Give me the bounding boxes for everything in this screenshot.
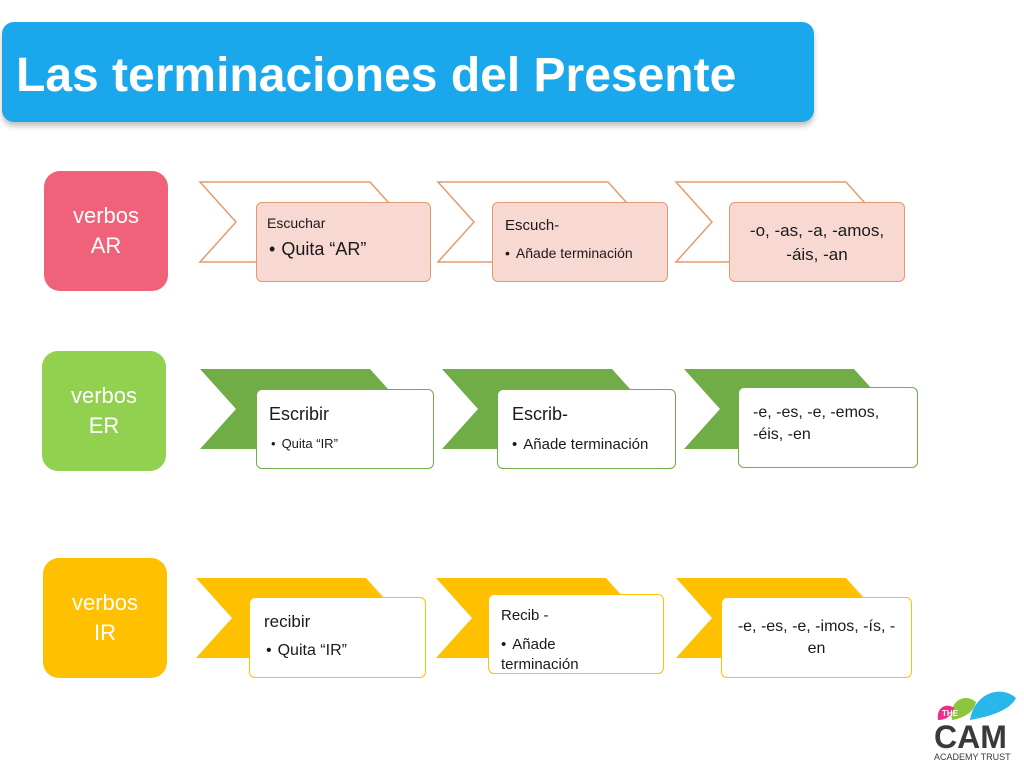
step-bullet-ar-1: Quita “AR” bbox=[269, 239, 366, 260]
step-box-ir-1: recibir Quita “IR” bbox=[249, 597, 426, 678]
category-label-ir: verbos IR bbox=[71, 590, 139, 645]
step-bullet-ar-2: Añade terminación bbox=[505, 245, 633, 261]
category-verbos-ir: verbos IR bbox=[43, 558, 167, 678]
category-label-ar: verbos AR bbox=[72, 203, 140, 258]
endings-box-ir: -e, -es, -e, -imos, -ís, -en bbox=[721, 597, 912, 678]
step-box-ar-1: Escuchar Quita “AR” bbox=[256, 202, 431, 282]
step-stem-ar: Escuch- bbox=[505, 217, 560, 234]
logo-cam-text: CAM bbox=[934, 719, 1007, 755]
endings-box-ar: -o, -as, -a, -amos, -áis, -an bbox=[729, 202, 905, 282]
title-banner bbox=[2, 22, 814, 122]
step-box-ar-2: Escuch- Añade terminación bbox=[492, 202, 668, 282]
step-stem-ir: Recib - bbox=[501, 607, 549, 624]
step-stem-er: Escrib- bbox=[512, 404, 569, 424]
step-bullet-ir-1: Quita “IR” bbox=[266, 642, 347, 660]
endings-text-ar: -o, -as, -a, -amos, -áis, -an bbox=[749, 221, 885, 264]
step-box-ir-2: Recib - Añade terminación bbox=[488, 594, 664, 674]
category-verbos-ar: verbos AR bbox=[44, 171, 168, 291]
category-label-er: verbos ER bbox=[70, 383, 138, 438]
step-box-er-2: Escrib- Añade terminación bbox=[497, 389, 676, 469]
cam-academy-trust-logo: THE CAM ACADEMY TRUST bbox=[934, 691, 1016, 762]
endings-box-er: -e, -es, -e, -emos, -éis, -en bbox=[738, 387, 918, 468]
step-box-er-1: Escribir Quita “IR” bbox=[256, 389, 434, 469]
page-title: Las terminaciones del Presente bbox=[16, 49, 737, 102]
logo-subtitle-text: ACADEMY TRUST bbox=[934, 752, 1011, 762]
category-verbos-er: verbos ER bbox=[42, 351, 166, 471]
step-bullet-er-1: Quita “IR” bbox=[271, 436, 338, 451]
step-verb-er: Escribir bbox=[269, 404, 330, 424]
step-verb-ar: Escuchar bbox=[267, 215, 326, 231]
endings-text-er: -e, -es, -e, -emos, -éis, -en bbox=[753, 404, 880, 443]
endings-text-ir: -e, -es, -e, -imos, -ís, -en bbox=[737, 618, 896, 657]
step-verb-ir: recibir bbox=[264, 612, 311, 631]
step-bullet-er-2: Añade terminación bbox=[512, 436, 648, 453]
logo-the-text: THE bbox=[942, 709, 959, 718]
step-bullet-ir-2: Añade terminación bbox=[501, 635, 621, 675]
